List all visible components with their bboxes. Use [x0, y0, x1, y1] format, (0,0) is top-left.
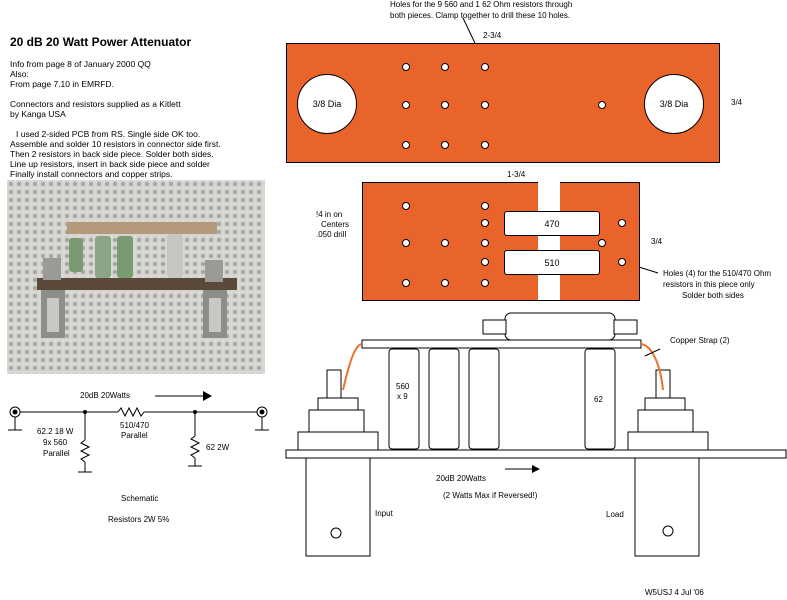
- drill-hole: [481, 141, 489, 149]
- pcb-front-height: 3/4: [731, 98, 743, 107]
- pcb-front-note: both pieces. Clamp together to drill the…: [390, 11, 571, 20]
- drill-hole: [402, 141, 410, 149]
- drill-hole: [598, 239, 606, 247]
- attenuator-photo: [7, 180, 265, 374]
- res-560-label: 560: [396, 382, 410, 391]
- shunt-resistor-label: 9x 560: [43, 438, 68, 447]
- spacing-note: !4 in on: [316, 210, 343, 219]
- info-line: Also:: [10, 69, 29, 79]
- pcb-front-note: Holes for the 9 560 and 1 62 Ohm resisto…: [390, 0, 573, 9]
- info-line: Connectors and resistors supplied as a K…: [10, 99, 181, 109]
- pcb-back-note: resistors in this piece only: [663, 280, 755, 289]
- drill-hole: [441, 101, 449, 109]
- drill-hole: [402, 202, 410, 210]
- drill-hole: [618, 219, 626, 227]
- pcb-front-width: 2-3/4: [483, 31, 502, 40]
- resistor-510: 510: [504, 250, 600, 275]
- drill-hole: [481, 239, 489, 247]
- drill-hole: [441, 239, 449, 247]
- res-62-label: 62: [594, 395, 603, 404]
- drill-hole: [481, 219, 489, 227]
- pcb-back-slot: [538, 182, 560, 300]
- pcb-back-note: Holes (4) for the 510/470 Ohm: [663, 269, 772, 278]
- shunt-resistor-label: Parallel: [43, 449, 70, 458]
- spacing-note: Centers: [321, 220, 350, 229]
- footer-signature: W5USJ 4 Jul '06: [645, 588, 704, 597]
- series-resistor-label: 510/470: [120, 421, 149, 430]
- instruction-line: Finally install connectors and copper st…: [10, 169, 173, 179]
- drill-hole: [618, 258, 626, 266]
- resistor-spec: Resistors 2W 5%: [108, 515, 170, 524]
- instruction-line: Then 2 resistors in back side piece. Sol…: [10, 149, 214, 159]
- res-560-count: x 9: [397, 392, 408, 401]
- pcb-back-width: 1-3/4: [507, 170, 526, 179]
- instruction-line: Line up resistors, insert in back side p…: [10, 159, 210, 169]
- drill-hole: [598, 101, 606, 109]
- pcb-back-note: Solder both sides: [682, 291, 744, 300]
- connector-hole-left: 3/8 Dia: [297, 74, 357, 134]
- hole-label: 3/8 Dia: [312, 99, 342, 109]
- drill-hole: [441, 63, 449, 71]
- shunt-resistor-label: 62.2 18 W: [37, 427, 74, 436]
- reverse-note: (2 Watts Max if Reversed!): [443, 491, 538, 500]
- drill-hole: [402, 239, 410, 247]
- drill-hole: [481, 202, 489, 210]
- drill-hole: [402, 279, 410, 287]
- hole-label: 3/8 Dia: [659, 99, 689, 109]
- instruction-line: Assemble and solder 10 resistors in conn…: [10, 139, 221, 149]
- copper-strap-label: Copper Strap (2): [670, 336, 730, 345]
- drill-hole: [402, 63, 410, 71]
- resistor-label: 510: [544, 257, 560, 268]
- info-line: by Kanga USA: [10, 109, 66, 119]
- resistor-label: 470: [544, 218, 560, 229]
- instruction-line: I used 2-sided PCB from RS. Single side …: [16, 129, 201, 139]
- drill-hole: [402, 101, 410, 109]
- assembly-heading: 20dB 20Watts: [436, 474, 486, 483]
- drill-hole: [481, 63, 489, 71]
- input-label: Input: [375, 509, 393, 518]
- schematic-heading: 20dB 20Watts: [80, 391, 130, 400]
- info-line: Info from page 8 of January 2000 QQ: [10, 59, 151, 69]
- schematic-label: Schematic: [121, 494, 159, 503]
- drill-hole: [481, 258, 489, 266]
- info-line: From page 7.10 in EMRFD.: [10, 79, 114, 89]
- pcb-back-height: 3/4: [651, 237, 663, 246]
- spacing-note: .050 drill: [316, 230, 347, 239]
- load-label: Load: [606, 510, 624, 519]
- shunt-resistor-2-label: 62 2W: [206, 443, 230, 452]
- resistor-470: 470: [504, 211, 600, 236]
- connector-hole-right: 3/8 Dia: [644, 74, 704, 134]
- series-resistor-label: Parallel: [121, 431, 148, 440]
- drill-hole: [481, 101, 489, 109]
- drill-hole: [441, 141, 449, 149]
- drill-hole: [481, 279, 489, 287]
- page-title: 20 dB 20 Watt Power Attenuator: [10, 35, 192, 49]
- drill-hole: [441, 279, 449, 287]
